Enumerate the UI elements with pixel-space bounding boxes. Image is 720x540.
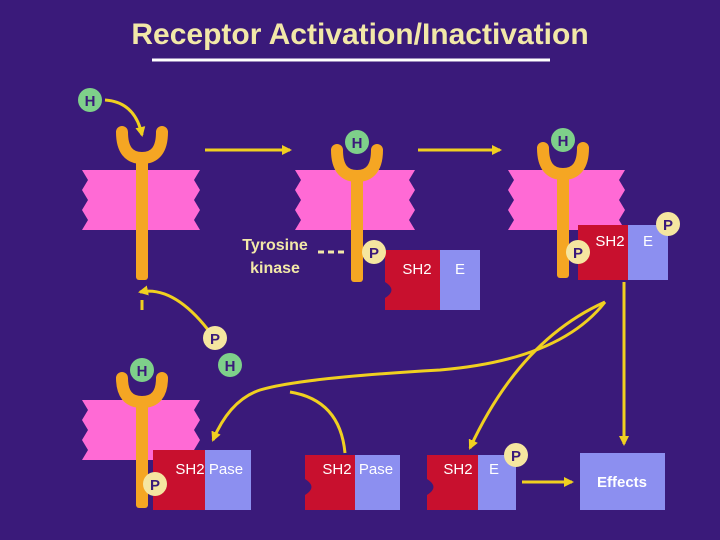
hormone-bound-2: H [345, 130, 369, 154]
arrow-to-free-e [468, 300, 606, 450]
arrow-pase-loop [289, 390, 347, 454]
effector-label-middle: E [455, 261, 465, 278]
diagram-label: P [369, 245, 379, 262]
phosphate-free-e: P [504, 443, 528, 467]
sh2-e-complex-right [578, 225, 668, 280]
diagram-label: P [663, 217, 673, 234]
hormone-bound-4: H [130, 358, 154, 382]
diagram-label: H [558, 133, 569, 150]
sh2-pase-complex-bound [153, 450, 251, 510]
diagram-label: P [573, 245, 583, 262]
hormone-released: H [218, 353, 242, 377]
phosphate-effector-3: P [656, 212, 680, 236]
arrow-release [138, 285, 214, 336]
sh2-label-free-pase: SH2 [322, 461, 351, 478]
arrow-complex-to-pase [211, 301, 607, 442]
receptor-1 [116, 126, 168, 280]
diagram-label: P [511, 448, 521, 465]
phosphate-receptor-3: P [566, 240, 590, 264]
phosphate-receptor-2: P [362, 240, 386, 264]
effects-label: Effects [597, 474, 647, 491]
arrow-h-to-receptor [104, 98, 146, 137]
page-title: Receptor Activation/Inactivation [131, 18, 589, 51]
effector-label-free: E [489, 461, 499, 478]
diagram-label: H [352, 135, 363, 152]
effects-box [580, 453, 665, 510]
sh2-label-right: SH2 [595, 233, 624, 250]
diagram-label: P [210, 331, 220, 348]
hormone-bound-3: H [551, 128, 575, 152]
diagram-label: H [225, 358, 236, 375]
phosphate-receptor-4: P [143, 472, 167, 496]
receptor-2 [331, 144, 383, 282]
phosphate-released: P [203, 326, 227, 350]
sh2-pase-complex-free [305, 455, 400, 510]
sh2-label-free-e: SH2 [443, 461, 472, 478]
sh2-e-complex-middle [385, 250, 480, 310]
pase-label-bound: Pase [209, 461, 243, 478]
title-underline [152, 58, 550, 62]
tyrosine-kinase-label-1: Tyrosine [242, 237, 308, 254]
pase-label-free: Pase [359, 461, 393, 478]
sh2-label-bound-pase: SH2 [175, 461, 204, 478]
sh2-label-middle: SH2 [402, 261, 431, 278]
diagram-label: H [85, 93, 96, 110]
diagram-label: P [150, 477, 160, 494]
hormone-free-top: H [78, 88, 102, 112]
tyrosine-kinase-label-2: kinase [250, 260, 300, 277]
effector-label-right: E [643, 233, 653, 250]
diagram-label: H [137, 363, 148, 380]
